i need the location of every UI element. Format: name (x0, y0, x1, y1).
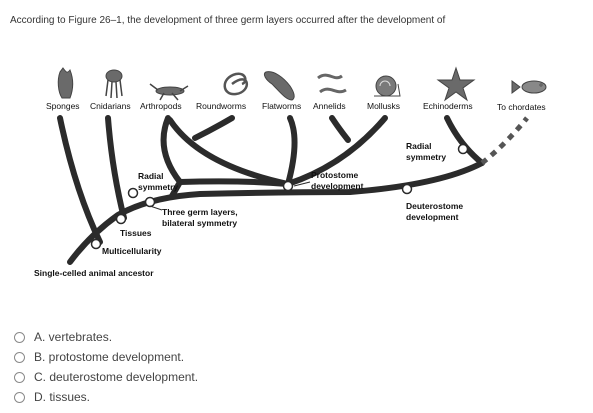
to-chordates-dashed-branch (480, 116, 529, 165)
option-c[interactable]: C. deuterostome development. (14, 367, 198, 387)
taxon-label: Flatworms (262, 101, 301, 111)
radial-symmetry-node-1 (127, 187, 139, 199)
radial-symmetry-label: Radial (138, 171, 164, 181)
roundworms-branch (192, 115, 235, 141)
taxon-label: Roundworms (196, 101, 246, 111)
annelid-icon (317, 73, 347, 94)
option-a[interactable]: A. vertebrates. (14, 327, 198, 347)
multicellularity-label: Multicellularity (102, 246, 162, 256)
protostome-arc (167, 117, 291, 187)
snail-icon (374, 75, 401, 97)
germ-layers-label: Three germ layers, (162, 207, 238, 217)
tree-branches (57, 115, 485, 265)
answer-options: A. vertebrates. B. protostome developmen… (14, 327, 198, 407)
option-b[interactable]: B. protostome development. (14, 347, 198, 367)
protostome-node (282, 180, 294, 192)
radio-button[interactable] (14, 371, 25, 383)
radial-symmetry-label: symmetry (138, 182, 178, 192)
jellyfish-icon (105, 69, 123, 99)
flatworm-icon (263, 71, 295, 101)
question-text: According to Figure 26–1, the developmen… (10, 15, 446, 26)
fish-icon (511, 80, 547, 94)
taxon-label: Annelids (313, 101, 346, 111)
tissues-node (115, 213, 127, 225)
protostome-leader-line (293, 181, 311, 187)
protostome-label: Protostome (311, 170, 359, 180)
starfish-icon (436, 66, 476, 102)
cnidarians-branch (105, 115, 127, 221)
radial-symmetry-node-2 (457, 143, 469, 155)
phylogenetic-tree-figure: Sponges Cnidarians Arthropods Roundworms… (34, 66, 547, 278)
taxon-label: Cnidarians (90, 101, 131, 111)
tissues-label: Tissues (120, 228, 152, 238)
mollusks-branch (285, 115, 388, 187)
option-label: D. tissues. (34, 390, 91, 404)
annelids-branch (329, 115, 351, 143)
taxon-label: Mollusks (367, 101, 400, 111)
taxon-label: Arthropods (140, 101, 182, 111)
deuterostome-label: development (406, 212, 459, 222)
option-d[interactable]: D. tissues. (14, 387, 198, 407)
option-label: B. protostome development. (34, 350, 185, 364)
sponges-branch (57, 115, 103, 245)
ancestor-label: Single-celled animal ancestor (34, 268, 154, 278)
deuterostome-label: Deuterostome (406, 201, 463, 211)
taxon-label: Echinoderms (423, 101, 473, 111)
deuterostome-node (401, 183, 413, 195)
germ-layers-leader-line (149, 205, 163, 211)
radio-button[interactable] (14, 331, 25, 343)
radial-symmetry-label: Radial (406, 141, 432, 151)
roundworm-icon (223, 72, 248, 96)
echinoderms-branch (444, 115, 485, 166)
grasshopper-icon (149, 83, 189, 101)
germ-layers-node (144, 196, 156, 208)
radio-button[interactable] (14, 351, 25, 363)
radial-symmetry-label: symmetry (406, 152, 446, 162)
multicellularity-node (90, 238, 102, 250)
sponge-icon (57, 67, 74, 99)
taxon-label: To chordates (497, 102, 546, 112)
protostome-label: development (311, 181, 364, 191)
option-label: C. deuterostome development. (34, 370, 199, 384)
radio-button[interactable] (14, 391, 25, 403)
option-label: A. vertebrates. (34, 330, 113, 344)
taxon-label: Sponges (46, 101, 80, 111)
germ-layers-label: bilateral symmetry (162, 218, 237, 228)
flatworms-branch (285, 115, 298, 187)
